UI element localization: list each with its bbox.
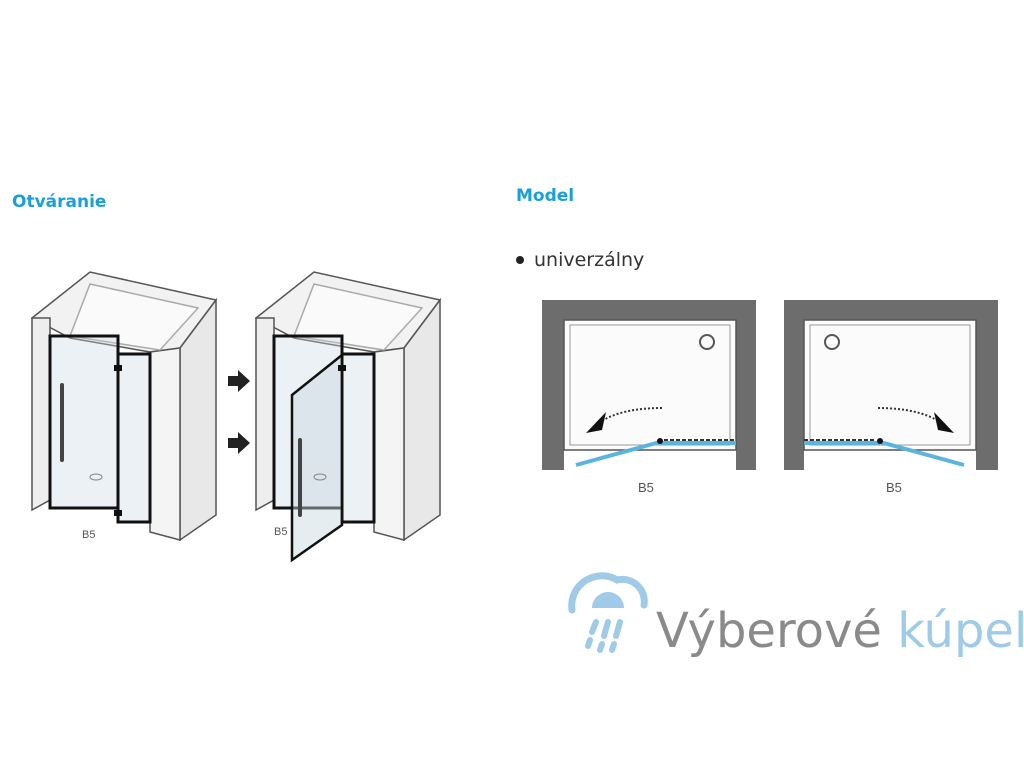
model-title: Model (516, 186, 575, 206)
model-bullet: univerzálny (516, 249, 644, 271)
iso-open-label: B5 (274, 526, 287, 538)
plan-right-label: B5 (886, 480, 902, 495)
iso-closed-shower: B5 (30, 271, 218, 542)
bullet-dot-icon (516, 256, 524, 264)
plan-view-right: B5 (784, 300, 998, 495)
iso-closed-label: B5 (82, 529, 95, 541)
iso-open-shower: B5 (254, 271, 442, 563)
watermark-shower-icon (568, 572, 648, 653)
opening-title: Otváranie (12, 192, 107, 212)
watermark-text: Výberové kúpeľ (656, 603, 1024, 659)
plan-view-left: B5 (542, 300, 756, 495)
arrow-right-icon (228, 370, 250, 392)
watermark-word-1: Výberové (656, 603, 882, 659)
model-bullet-text: univerzálny (534, 249, 645, 271)
arrow-right-icon-2 (228, 432, 250, 454)
plan-left-label: B5 (638, 480, 654, 495)
watermark-word-2: kúpeľ (897, 603, 1024, 659)
